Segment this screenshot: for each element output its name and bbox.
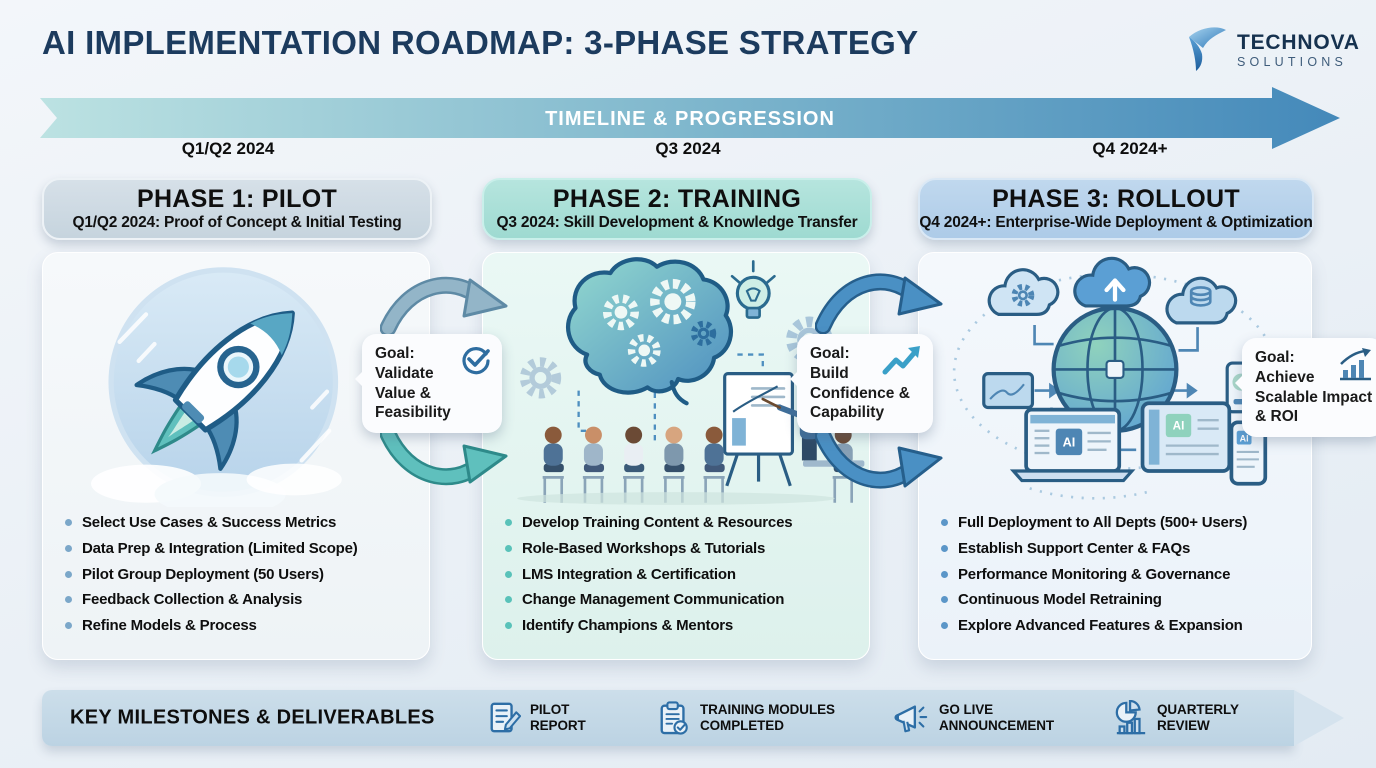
timeline-label: TIMELINE & PROGRESSION xyxy=(545,108,835,130)
milestones-title: KEY MILESTONES & DELIVERABLES xyxy=(70,706,435,729)
trend-up-icon xyxy=(882,346,920,375)
phase-title: PHASE 3: ROLLOUT xyxy=(992,184,1240,213)
goal-prefix: Goal: xyxy=(810,345,850,362)
curved-arrow-phase2-to-phase3-bottom xyxy=(815,428,943,489)
bullet-item: Establish Support Center & FAQs xyxy=(941,539,1299,559)
bullet-item: Explore Advanced Features & Expansion xyxy=(941,616,1299,636)
laptop-ai-icon: AI xyxy=(1009,407,1136,483)
phase1-header-pill: PHASE 1: PILOT Q1/Q2 2024: Proof of Conc… xyxy=(42,178,432,240)
phase-bullet-list: Full Deployment to All Depts (500+ Users… xyxy=(919,513,1311,636)
phase2-header-pill: PHASE 2: TRAINING Q3 2024: Skill Develop… xyxy=(482,178,872,240)
document-pencil-icon xyxy=(490,702,521,733)
bullet-item: Role-Based Workshops & Tutorials xyxy=(505,539,857,559)
rollout-illustration: AI AI AI xyxy=(952,256,1278,500)
cloud-upload-icon xyxy=(1073,256,1152,308)
milestones-bar: KEY MILESTONES & DELIVERABLES PILOT REPO… xyxy=(42,690,1294,746)
bullet-item: Continuous Model Retraining xyxy=(941,590,1299,610)
check-circle-icon xyxy=(462,347,490,375)
phase-bullet-list: Select Use Cases & Success Metrics Data … xyxy=(43,513,429,636)
globe-icon xyxy=(1051,305,1179,433)
goal-callout-phase3: Goal: Achieve Scalable Impact & ROI xyxy=(1235,338,1376,438)
cloud-database-icon xyxy=(1165,276,1238,325)
goal-text: Build Confidence & Capability xyxy=(810,364,910,422)
megaphone-icon xyxy=(894,705,928,733)
brain-gears-icon xyxy=(566,257,734,406)
milestone-label: QUARTERLY REVIEW xyxy=(1157,702,1239,733)
milestone-label: PILOT REPORT xyxy=(530,702,586,733)
milestone-item: TRAINING MODULES COMPLETED xyxy=(657,690,848,746)
milestone-label: GO LIVE ANNOUNCEMENT xyxy=(939,702,1055,733)
phase3-header-pill: PHASE 3: ROLLOUT Q4 2024+: Enterprise-Wi… xyxy=(918,178,1314,240)
phase1-card: Select Use Cases & Success Metrics Data … xyxy=(42,252,430,660)
goal-text: Achieve Scalable Impact & ROI xyxy=(1255,368,1373,426)
pie-bar-chart-icon xyxy=(1115,700,1146,735)
timeline-banner: TIMELINE & PROGRESSION xyxy=(40,87,1340,149)
cloud-gear-icon xyxy=(987,268,1060,316)
phase-subtitle: Q4 2024+: Enterprise-Wide Deployment & O… xyxy=(919,214,1313,232)
curved-arrow-phase1-to-phase2-top xyxy=(380,276,508,334)
svg-text:AI: AI xyxy=(1240,433,1249,443)
bullet-item: Full Deployment to All Depts (500+ Users… xyxy=(941,513,1299,533)
svg-text:AI: AI xyxy=(1173,420,1185,433)
timeline-date: Q3 2024 xyxy=(655,139,721,158)
milestone-item: GO LIVE ANNOUNCEMENT xyxy=(894,690,1061,746)
phase-title: PHASE 2: TRAINING xyxy=(552,184,802,213)
curved-arrow-phase1-to-phase2-bottom xyxy=(380,428,508,486)
bullet-item: Feedback Collection & Analysis xyxy=(65,590,417,610)
page-title: AI IMPLEMENTATION ROADMAP: 3-PHASE STRAT… xyxy=(42,24,919,61)
timeline-arrow-shape: TIMELINE & PROGRESSION xyxy=(40,87,1340,149)
brand-name: TECHNOVA xyxy=(1237,30,1360,54)
goal-callout-phase1: Goal: Validate Value & Feasibility xyxy=(355,334,502,434)
brand-subtitle: SOLUTIONS xyxy=(1237,54,1348,69)
phase-bullet-list: Develop Training Content & Resources Rol… xyxy=(483,513,869,636)
bullet-item: LMS Integration & Certification xyxy=(505,565,857,585)
timeline-date: Q1/Q2 2024 xyxy=(181,139,275,158)
goal-callout-phase2: Goal: Build Confidence & Capability xyxy=(790,334,933,434)
bullet-item: Data Prep & Integration (Limited Scope) xyxy=(65,539,417,559)
curved-arrow-phase2-to-phase3-top xyxy=(815,273,943,334)
goal-text: Validate Value & Feasibility xyxy=(375,364,451,422)
bullet-item: Change Management Communication xyxy=(505,590,857,610)
phase-subtitle: Q1/Q2 2024: Proof of Concept & Initial T… xyxy=(72,214,402,232)
tablet-ai-icon: AI xyxy=(1140,401,1232,473)
goal-prefix: Goal: xyxy=(1255,349,1295,366)
flipchart-icon xyxy=(723,372,795,487)
milestones-arrowhead xyxy=(1294,690,1344,746)
bullet-item: Select Use Cases & Success Metrics xyxy=(65,513,417,533)
gear-outline-icon xyxy=(519,357,562,399)
phase3-card: AI AI AI Full Deployment to All xyxy=(918,252,1312,660)
monitor-icon xyxy=(982,372,1035,410)
milestone-label: TRAINING MODULES COMPLETED xyxy=(700,702,835,733)
milestone-item: PILOT REPORT xyxy=(487,690,602,746)
bullet-item: Performance Monitoring & Governance xyxy=(941,565,1299,585)
milestone-item: QUARTERLY REVIEW xyxy=(1114,690,1257,746)
phase2-card: Develop Training Content & Resources Rol… xyxy=(482,252,870,660)
svg-text:AI: AI xyxy=(1063,436,1076,450)
bullet-item: Pilot Group Deployment (50 Users) xyxy=(65,565,417,585)
phase-title: PHASE 1: PILOT xyxy=(136,184,338,213)
bullet-item: Develop Training Content & Resources xyxy=(505,513,857,533)
lightbulb-icon xyxy=(730,260,776,319)
brand-logo: TECHNOVA SOLUTIONS xyxy=(1186,24,1360,77)
goal-prefix: Goal: xyxy=(375,345,415,362)
bullet-item: Refine Models & Process xyxy=(65,616,417,636)
phase-subtitle: Q3 2024: Skill Development & Knowledge T… xyxy=(496,214,858,232)
timeline-date: Q4 2024+ xyxy=(1092,139,1168,158)
bar-chart-roi-icon xyxy=(1340,348,1371,381)
logo-swoosh-icon xyxy=(1186,24,1228,77)
bullet-item: Identify Champions & Mentors xyxy=(505,616,857,636)
rocket-illustration xyxy=(91,267,342,507)
clipboard-check-icon xyxy=(660,701,688,735)
